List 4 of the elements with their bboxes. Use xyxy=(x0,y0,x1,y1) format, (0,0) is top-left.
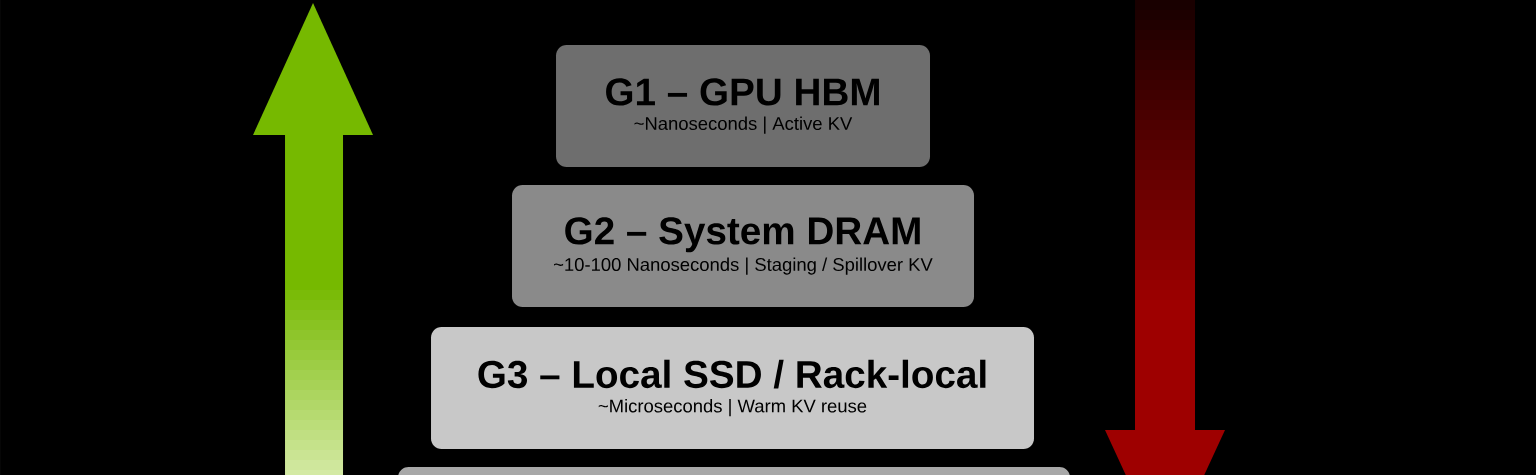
tier-box xyxy=(398,467,1070,475)
tier-box: G2 – System DRAM ~10-100 Nanoseconds | Staging / Spillover KV xyxy=(512,185,974,307)
tier-box: G3 – Local SSD / Rack-local ~Microseconds | Warm KV reuse xyxy=(431,327,1034,449)
tier-box: G1 – GPU HBM ~Nanoseconds | Active KV xyxy=(556,45,930,167)
